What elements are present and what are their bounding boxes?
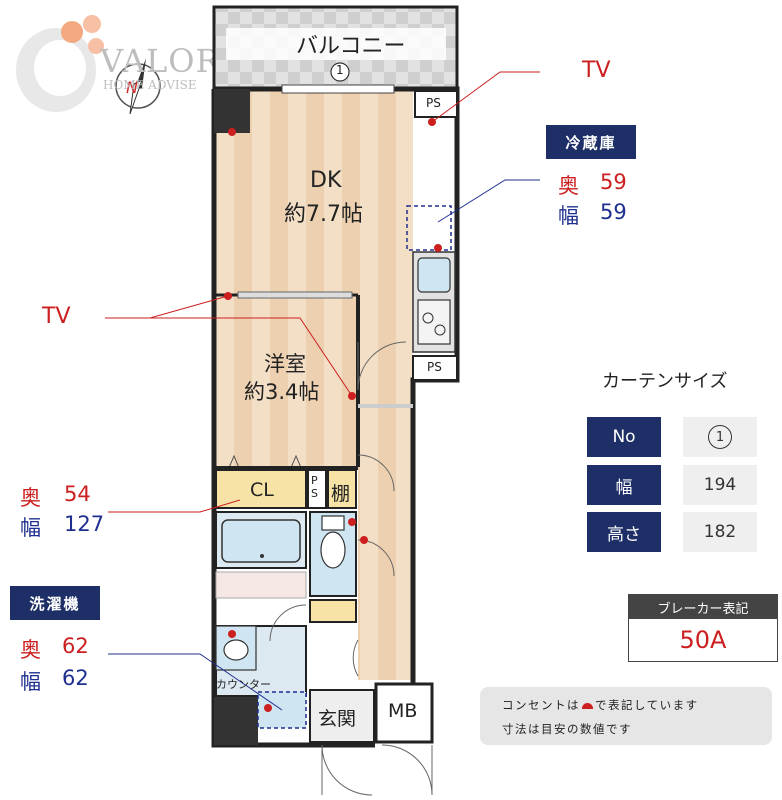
dk-size: 約7.7帖 [284, 202, 363, 227]
breaker-value: 50A [679, 626, 727, 654]
ps-mid-box [412, 355, 458, 381]
bathtub [221, 519, 301, 563]
note-line1-b: で表記しています [595, 698, 699, 712]
fridge-space [406, 205, 452, 251]
tv-top-label: TV [582, 58, 611, 83]
fridge-badge: 冷蔵庫 [546, 125, 636, 159]
entrance-label: 玄関 [318, 708, 357, 730]
cl-width-label: 幅 [20, 516, 41, 540]
curtain-header-width: 幅 [587, 465, 661, 505]
balcony-label: バルコニー [296, 34, 406, 59]
closet-label: CL [250, 479, 274, 501]
logo-mark-icon [16, 15, 104, 112]
counter-label: カウンター [216, 678, 271, 691]
shelf-box [327, 469, 357, 509]
ps-top-box [414, 90, 458, 118]
curtain-header-height: 高さ [587, 512, 661, 552]
compass-letter: N [126, 78, 138, 97]
fridge-depth-label: 奥 [558, 174, 579, 198]
washer-width-label: 幅 [20, 670, 41, 694]
dk-name: DK [310, 168, 342, 193]
breaker-label: ブレーカー表記 [629, 595, 777, 619]
washer-depth-label: 奥 [20, 638, 41, 662]
entrance-box [309, 689, 375, 743]
outlet-icon [582, 702, 593, 709]
compass-icon [115, 58, 161, 115]
breaker-box: ブレーカー表記 50A [628, 594, 778, 662]
curtain-title: カーテンサイズ [602, 371, 728, 392]
curtain-no-circle: 1 [708, 425, 732, 449]
curtain-header-no: No [587, 417, 661, 457]
ps-small-label: P S [311, 474, 318, 500]
window-marker-1 [330, 62, 350, 82]
note-line2: 寸法は目安の数値です [502, 722, 632, 736]
washer-badge: 洗濯機 [10, 586, 100, 620]
mb-label: MB [388, 700, 418, 722]
logo-tagline: HOME ADVISE [103, 78, 197, 92]
curtain-value-width: 194 [683, 465, 757, 505]
curtain-value-height: 182 [683, 512, 757, 552]
logo-brand: VALOR [100, 42, 221, 80]
tv-left-label: TV [42, 304, 71, 329]
logo: N VALOR HOME ADVISE [8, 8, 238, 118]
washer-depth-value: 62 [62, 634, 89, 658]
cl-depth-label: 奥 [20, 486, 41, 510]
shelf-label: 棚 [331, 483, 351, 505]
fridge-width-label: 幅 [558, 204, 579, 228]
note-line1-a: コンセントは [502, 698, 580, 712]
cl-width-value: 127 [64, 512, 105, 536]
western-name: 洋室 [264, 352, 306, 376]
legend-note: コンセントは で表記しています 寸法は目安の数値です [480, 687, 772, 745]
washer-width-value: 62 [62, 666, 89, 690]
window-marker-label: 1 [336, 63, 344, 77]
fridge-depth-value: 59 [600, 170, 627, 194]
western-size: 約3.4帖 [244, 380, 320, 404]
fridge-width-value: 59 [600, 200, 627, 224]
mb-box [374, 682, 434, 744]
ps-top-label: PS [426, 96, 441, 110]
cl-depth-value: 54 [64, 482, 91, 506]
curtain-value-no: 1 [683, 417, 757, 457]
ps-mid-label: PS [427, 360, 442, 374]
